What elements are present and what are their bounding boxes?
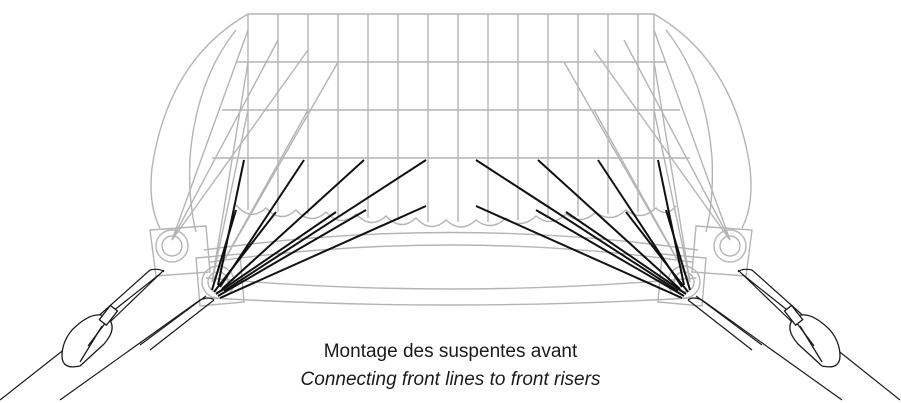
caption-english: Connecting front lines to front risers: [300, 369, 601, 390]
right-riser: [687, 268, 901, 401]
front-lines-right: [475, 159, 691, 299]
caption-french: Montage des suspentes avant: [323, 341, 578, 362]
front-lines-left: [211, 159, 427, 299]
left-riser: [0, 268, 215, 401]
right-brake-toggle: [783, 304, 841, 368]
left-brake-toggle: [61, 304, 119, 368]
canopy-grid: [149, 13, 753, 307]
